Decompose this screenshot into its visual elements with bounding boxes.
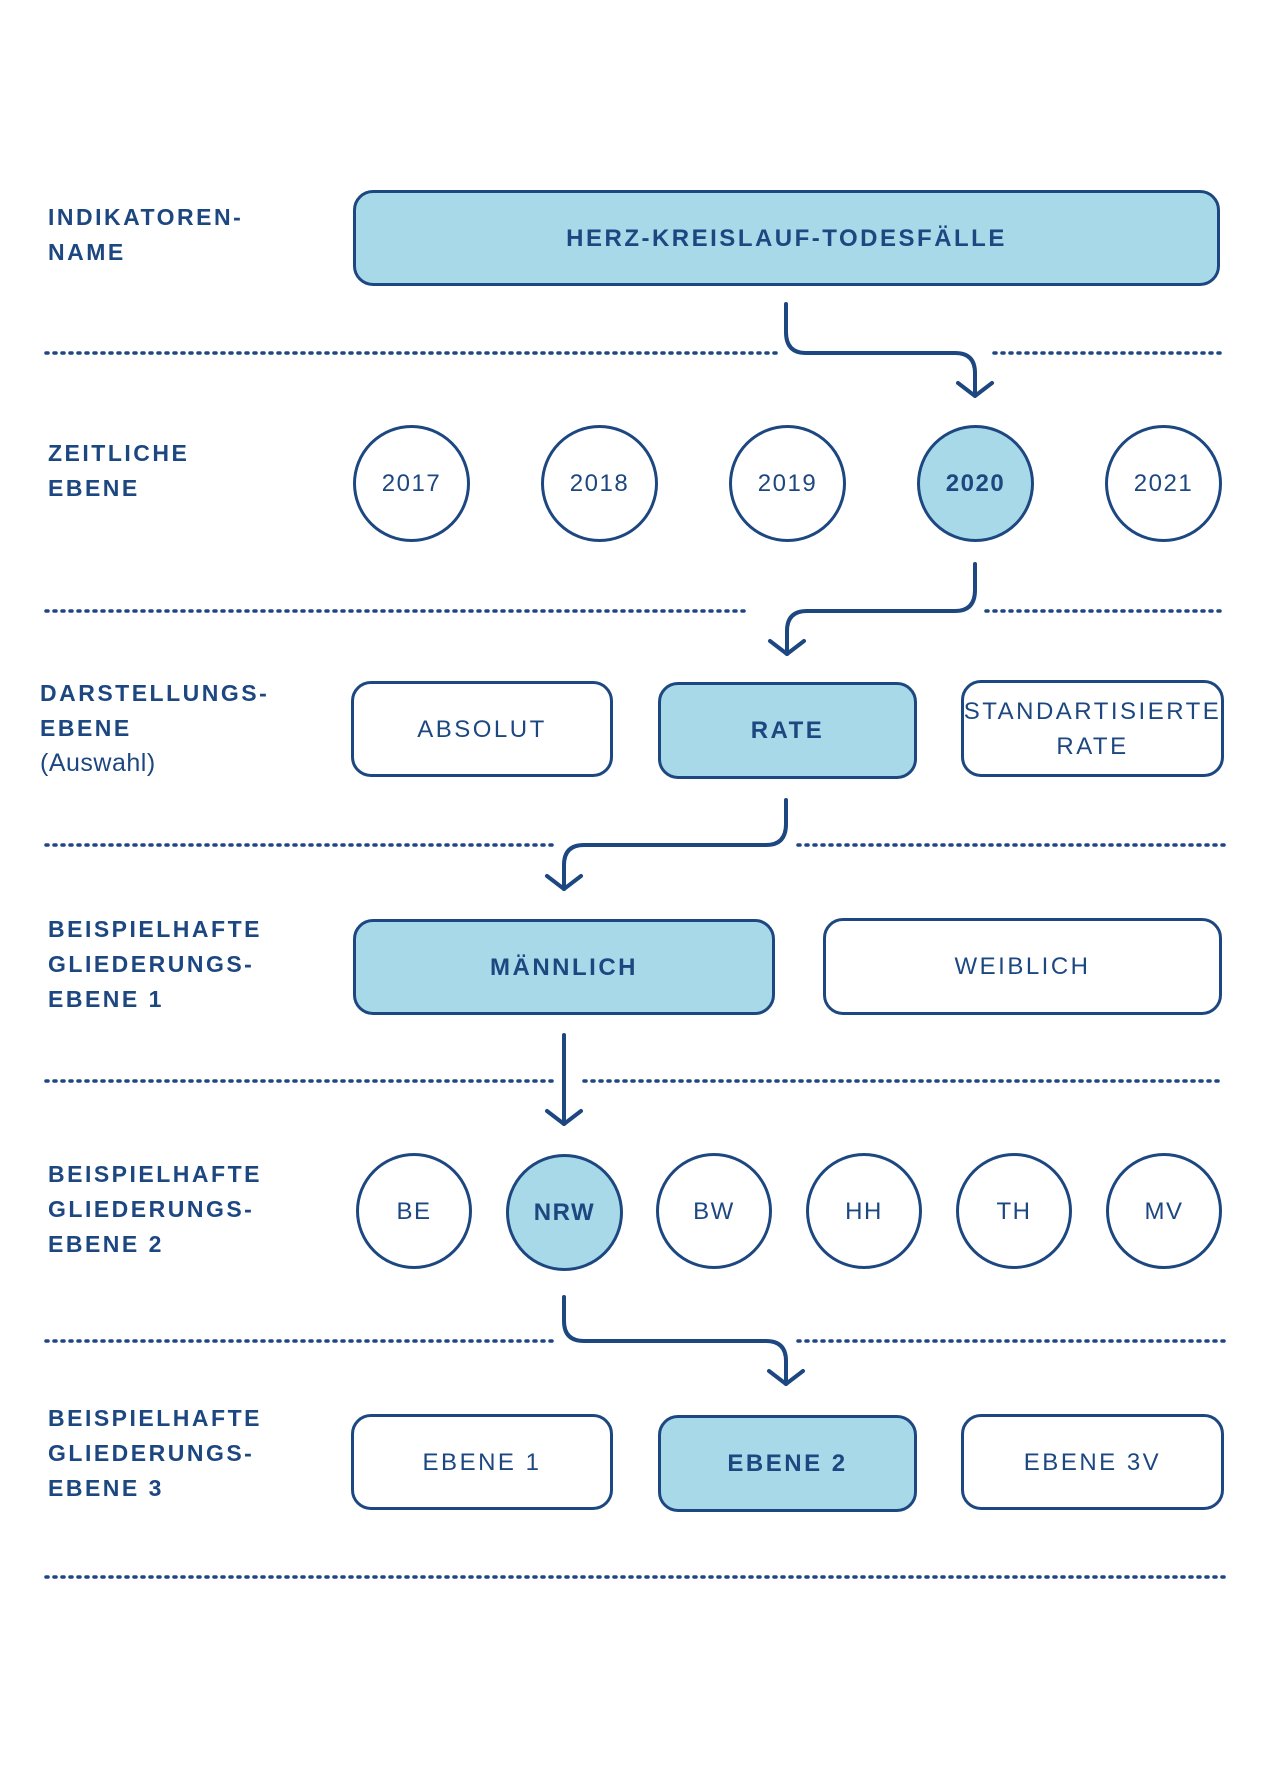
label-line: EBENE (48, 475, 140, 501)
connector-arrow (785, 562, 977, 656)
node-year-2018[interactable]: 2018 (541, 425, 658, 542)
node-ebene-2[interactable]: EBENE 2 (658, 1415, 917, 1512)
node-state-mv[interactable]: MV (1106, 1153, 1222, 1269)
node-label: MÄNNLICH (490, 953, 638, 981)
connector-arrow (545, 874, 583, 891)
node-label: RATE (1056, 732, 1129, 760)
node-label: ABSOLUT (417, 715, 547, 743)
label-line: GLIEDERUNGS- (48, 951, 255, 977)
label-line: NAME (48, 239, 126, 265)
label-line: EBENE 3 (48, 1475, 164, 1501)
label-line: EBENE 1 (48, 986, 164, 1012)
node-label: MV (1144, 1197, 1184, 1225)
label-line: INDIKATOREN- (48, 204, 244, 230)
node-label: EBENE 1 (422, 1448, 542, 1476)
node-label: RATE (750, 717, 825, 744)
node-state-th[interactable]: TH (956, 1153, 1072, 1269)
node-label: 2020 (945, 470, 1006, 497)
connector-arrow (545, 1109, 583, 1126)
label-line: ZEITLICHE (48, 440, 190, 466)
node-label: 2017 (381, 470, 442, 497)
node-state-bw[interactable]: BW (656, 1153, 772, 1269)
node-year-2017[interactable]: 2017 (353, 425, 470, 542)
node-label: HERZ-KREISLAUF-TODESFÄLLE (566, 224, 1007, 252)
node-label: STANDARTISIERTE (963, 697, 1222, 725)
label-time-level: ZEITLICHE EBENE (48, 436, 189, 506)
label-line: GLIEDERUNGS- (48, 1440, 255, 1466)
label-level-3: BEISPIELHAFTE GLIEDERUNGS- EBENE 3 (48, 1401, 262, 1506)
connector-arrow (784, 302, 977, 396)
label-level-2: BEISPIELHAFTE GLIEDERUNGS- EBENE 2 (48, 1157, 262, 1262)
connector-arrow (768, 639, 806, 656)
node-maennlich[interactable]: MÄNNLICH (353, 919, 775, 1015)
node-label: BW (693, 1197, 735, 1225)
label-line: BEISPIELHAFTE (48, 1405, 262, 1431)
node-ebene-1[interactable]: EBENE 1 (351, 1414, 613, 1510)
node-absolut[interactable]: ABSOLUT (351, 681, 613, 777)
label-line: BEISPIELHAFTE (48, 1161, 262, 1187)
label-note: (Auswahl) (40, 749, 156, 777)
label-line: EBENE 2 (48, 1231, 164, 1257)
node-label: 2021 (1133, 470, 1194, 497)
label-indicator-name: INDIKATOREN- NAME (48, 200, 243, 270)
node-label: WEIBLICH (954, 953, 1091, 980)
connector-arrow (562, 798, 788, 891)
node-label: EBENE 2 (727, 1450, 848, 1477)
node-state-be[interactable]: BE (356, 1153, 472, 1269)
label-line: BEISPIELHAFTE (48, 916, 262, 942)
connector-arrow (562, 1295, 788, 1386)
node-state-hh[interactable]: HH (806, 1153, 922, 1269)
connector-arrow (767, 1369, 805, 1386)
label-display-level: DARSTELLUNGS- EBENE (Auswahl) (40, 676, 269, 781)
node-rate[interactable]: RATE (658, 682, 917, 779)
node-indicator[interactable]: HERZ-KREISLAUF-TODESFÄLLE (353, 190, 1220, 286)
node-label: HH (845, 1197, 883, 1225)
node-year-2021[interactable]: 2021 (1105, 425, 1222, 542)
node-weiblich[interactable]: WEIBLICH (823, 918, 1222, 1015)
label-line: DARSTELLUNGS- (40, 680, 270, 706)
label-level-1: BEISPIELHAFTE GLIEDERUNGS- EBENE 1 (48, 912, 262, 1017)
label-line: GLIEDERUNGS- (48, 1196, 255, 1222)
node-ebene-3v[interactable]: EBENE 3V (961, 1414, 1224, 1510)
node-label: EBENE 3V (1023, 1448, 1162, 1476)
node-label: 2018 (569, 470, 630, 497)
label-line: EBENE (40, 715, 132, 741)
node-year-2019[interactable]: 2019 (729, 425, 846, 542)
node-label: NRW (533, 1199, 596, 1226)
node-label: TH (996, 1197, 1032, 1225)
node-state-nrw[interactable]: NRW (506, 1154, 623, 1271)
node-standardized-rate[interactable]: STANDARTISIERTE RATE (961, 680, 1224, 777)
connector-arrow (956, 381, 994, 398)
node-year-2020[interactable]: 2020 (917, 425, 1034, 542)
node-label: 2019 (757, 470, 818, 497)
node-label: BE (396, 1197, 432, 1225)
